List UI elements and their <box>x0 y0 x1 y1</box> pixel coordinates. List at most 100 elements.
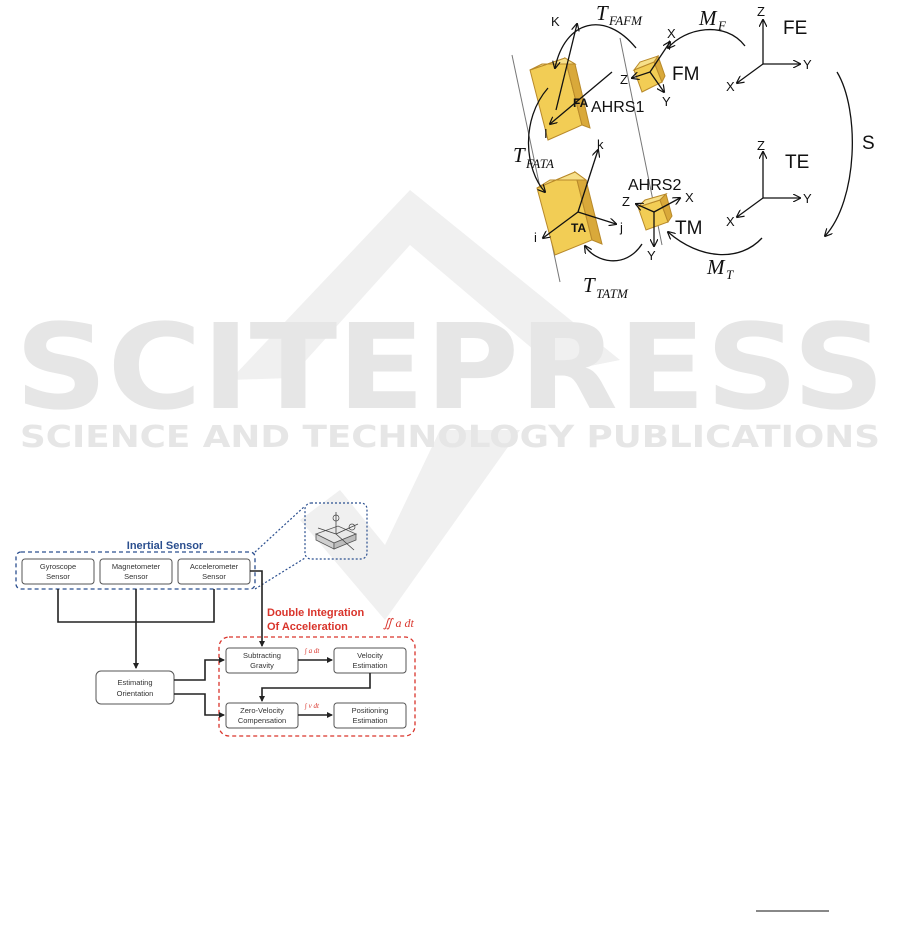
estimating-to-zero-velocity-arrow <box>174 693 225 718</box>
m-t-arrow <box>668 232 763 256</box>
zoom-line-top <box>254 505 306 553</box>
subtracting-gravity-box: Subtracting Gravity <box>225 647 299 674</box>
fa-axis-i-label: I <box>544 126 548 141</box>
fm-axis-z <box>632 71 651 78</box>
svg-text:Gravity: Gravity <box>250 661 274 670</box>
flowchart: Inertial Sensor Gyroscope Sensor Magneto… <box>15 502 416 737</box>
fm-axis-y <box>649 71 664 92</box>
te-axis-x-label: X <box>726 214 735 229</box>
vdt-label: ∫ v dt <box>304 702 320 710</box>
fm-label: FM <box>672 64 699 85</box>
te-label: TE <box>785 152 809 173</box>
fe-axis-x-label: X <box>726 79 735 94</box>
ta-label: TA <box>571 221 586 235</box>
ahrs2-cube <box>637 192 673 231</box>
zero-velocity-box: Zero-Velocity Compensation <box>225 702 299 729</box>
te-axis-z-label: Z <box>757 138 765 153</box>
fe-axis-y-label: Y <box>803 57 812 72</box>
ta-axis-k-label: k <box>597 137 604 152</box>
svg-text:T: T <box>726 267 734 282</box>
double-integration-group <box>218 636 416 737</box>
t-fafm-arrow <box>555 24 637 68</box>
tm-axis-x <box>653 198 680 213</box>
svg-text:Velocity: Velocity <box>357 651 383 660</box>
positioning-estimation-box: Positioning Estimation <box>333 702 407 729</box>
svg-text:T: T <box>583 273 596 297</box>
svg-text:FAFM: FAFM <box>608 13 643 28</box>
magnetometer-sensor-box: Magnetometer Sensor <box>99 558 173 585</box>
svg-text:M: M <box>698 6 718 30</box>
svg-text:Sensor: Sensor <box>202 572 226 581</box>
watermark-main-text: SCITEPRESS <box>15 298 885 436</box>
svg-text:Positioning: Positioning <box>352 706 389 715</box>
t-fata-arrow <box>527 87 549 192</box>
tm-axis-z-label: Z <box>622 194 630 209</box>
double-integral-symbol: ∬ a dt <box>383 616 414 630</box>
watermark-sub-text: SCIENCE AND TECHNOLOGY PUBLICATIONS <box>20 420 880 455</box>
s-arrow <box>825 71 853 236</box>
m-f-label: M F <box>698 6 727 33</box>
fm-axis-z-label: Z <box>620 72 628 87</box>
svg-text:Orientation: Orientation <box>117 689 154 698</box>
t-fata-label: T FATA <box>513 143 554 171</box>
fe-axis-z-label: Z <box>757 4 765 19</box>
fm-axis-x-label: X <box>667 26 676 41</box>
m-t-label: M T <box>706 255 734 282</box>
tm-axis-x-label: X <box>685 190 694 205</box>
svg-text:Estimation: Estimation <box>352 716 387 725</box>
t-tatm-label: T TATM <box>583 273 629 301</box>
svg-text:Gyroscope: Gyroscope <box>40 562 76 571</box>
svg-text:Estimating: Estimating <box>117 678 152 687</box>
tm-label: TM <box>675 218 702 239</box>
coordinate-diagram: FA TA K I k i j <box>511 1 875 301</box>
tm-axis-z <box>636 204 655 213</box>
watermark: SCITEPRESS SCIENCE AND TECHNOLOGY PUBLIC… <box>15 190 885 620</box>
svg-text:Zero-Velocity: Zero-Velocity <box>240 706 284 715</box>
watermark-chevron <box>230 190 620 620</box>
fm-axis-y-label: Y <box>662 94 671 109</box>
m-f-arrow <box>668 29 746 48</box>
fe-label: FE <box>783 18 807 39</box>
svg-text:Estimation: Estimation <box>352 661 387 670</box>
svg-text:Sensor: Sensor <box>46 572 70 581</box>
svg-text:Magnetometer: Magnetometer <box>112 562 161 571</box>
fa-label: FA <box>573 96 589 110</box>
ta-axis-j-label: j <box>619 220 623 235</box>
svg-text:F: F <box>717 18 727 33</box>
ta-axis-i <box>543 211 579 238</box>
ta-axis-k <box>577 150 598 213</box>
fa-block: FA <box>529 56 591 141</box>
te-axis-x <box>737 197 764 217</box>
svg-text:T: T <box>596 1 609 25</box>
s-label: S <box>862 133 875 154</box>
svg-text:Compensation: Compensation <box>238 716 286 725</box>
ahrs2-label: AHRS2 <box>628 177 681 194</box>
sensor-zoom-inset <box>304 502 368 560</box>
te-axis-y-label: Y <box>803 191 812 206</box>
accel-to-subtracting-arrow <box>250 570 265 647</box>
ta-axis-j <box>577 211 616 224</box>
gyroscope-sensor-box: Gyroscope Sensor <box>21 558 95 585</box>
fa-axis-k <box>555 24 577 111</box>
fe-axis-x <box>737 63 764 83</box>
double-integration-title-1: Double Integration <box>267 607 364 619</box>
imu-cube-icon <box>314 512 359 551</box>
svg-text:M: M <box>706 255 726 279</box>
svg-text:Sensor: Sensor <box>124 572 148 581</box>
estimating-to-subtracting-arrow <box>174 657 225 681</box>
svg-text:TATM: TATM <box>596 286 629 301</box>
svg-text:T: T <box>513 143 526 167</box>
tm-axis-y-label: Y <box>647 248 656 263</box>
t-tatm-arrow <box>585 243 643 262</box>
svg-text:FATA: FATA <box>525 156 554 171</box>
estimating-orientation-box: Estimating Orientation <box>95 670 175 705</box>
svg-text:Subtracting: Subtracting <box>243 651 281 660</box>
fa-axis-k-label: K <box>551 14 560 29</box>
accelerometer-sensor-box: Accelerometer Sensor <box>177 558 251 585</box>
ta-block: TA <box>536 170 603 256</box>
ta-axis-i-label: i <box>534 230 537 245</box>
svg-text:Accelerometer: Accelerometer <box>190 562 239 571</box>
zoom-line-bottom <box>254 557 306 590</box>
adt-label: ∫ a dt <box>304 647 320 655</box>
